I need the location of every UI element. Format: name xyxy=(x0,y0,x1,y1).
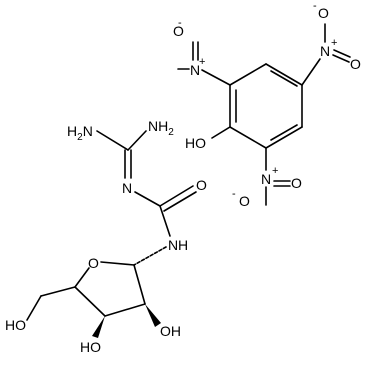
oh-c3: HO xyxy=(80,339,101,355)
ring-bond xyxy=(74,267,90,288)
amide-h: H xyxy=(178,237,188,253)
nitro-n-mid: N xyxy=(261,171,271,187)
ring-bond xyxy=(100,261,135,266)
minus-charge: - xyxy=(178,17,182,29)
n-o-bond xyxy=(332,54,350,63)
guanylurea-riboside: H2N NH2 N O N H O HO OH HO xyxy=(5,118,207,355)
picric-acid: N + O - N + O - O HO N + O - O xyxy=(173,0,361,209)
nitro-o: O xyxy=(350,56,361,72)
nitro-n-left: N xyxy=(190,62,200,78)
c-o-double-bond xyxy=(159,185,194,207)
carbonyl-o: O xyxy=(196,177,207,193)
oh-c2: OH xyxy=(160,323,181,339)
c-n-bond xyxy=(96,130,129,151)
nitro-n-right: N xyxy=(320,43,330,59)
n-c-bond xyxy=(133,246,167,266)
c-o-double-bond xyxy=(163,191,197,212)
minus-charge: - xyxy=(232,188,236,200)
amide-n: N xyxy=(168,237,178,253)
wedge-bond-oh2 xyxy=(145,304,161,327)
plus-charge: + xyxy=(199,56,205,68)
minus-charge: - xyxy=(313,0,317,12)
nh2-right: NH2 xyxy=(148,118,174,138)
c-o-bond xyxy=(211,126,231,139)
ring-bond xyxy=(133,264,146,305)
ring-bond xyxy=(229,63,267,86)
ring-bond-inner xyxy=(270,124,298,141)
n-o-double-bond xyxy=(333,49,351,58)
c-n-bond xyxy=(127,130,147,151)
c-n-bond xyxy=(201,69,231,86)
nitro-o: O xyxy=(173,23,184,39)
c-c-bond xyxy=(40,286,76,297)
plus-charge: + xyxy=(272,165,278,177)
ring-bond xyxy=(265,126,303,149)
nitro-o: O xyxy=(291,175,302,191)
c-n-bond xyxy=(301,58,321,86)
c-o-bond xyxy=(26,295,42,321)
nitro-o: O xyxy=(318,5,329,21)
phenol-oh: HO xyxy=(185,135,206,151)
ring-bond xyxy=(74,286,106,317)
ring-o: O xyxy=(88,255,99,271)
nh2-left: H2N xyxy=(67,123,93,143)
c-n-bond xyxy=(159,205,171,237)
ring-bond xyxy=(104,303,146,317)
wedge-bond-oh3 xyxy=(92,316,105,338)
ring-bond-inner xyxy=(270,70,298,87)
ring-bond xyxy=(229,126,267,149)
nitro-o: O xyxy=(239,193,250,209)
guanidine-n: N xyxy=(122,180,132,196)
n-c-bond xyxy=(134,191,161,207)
ch2oh-oh: HO xyxy=(5,317,26,333)
plus-charge: + xyxy=(331,37,337,49)
ring-bond xyxy=(265,63,303,86)
